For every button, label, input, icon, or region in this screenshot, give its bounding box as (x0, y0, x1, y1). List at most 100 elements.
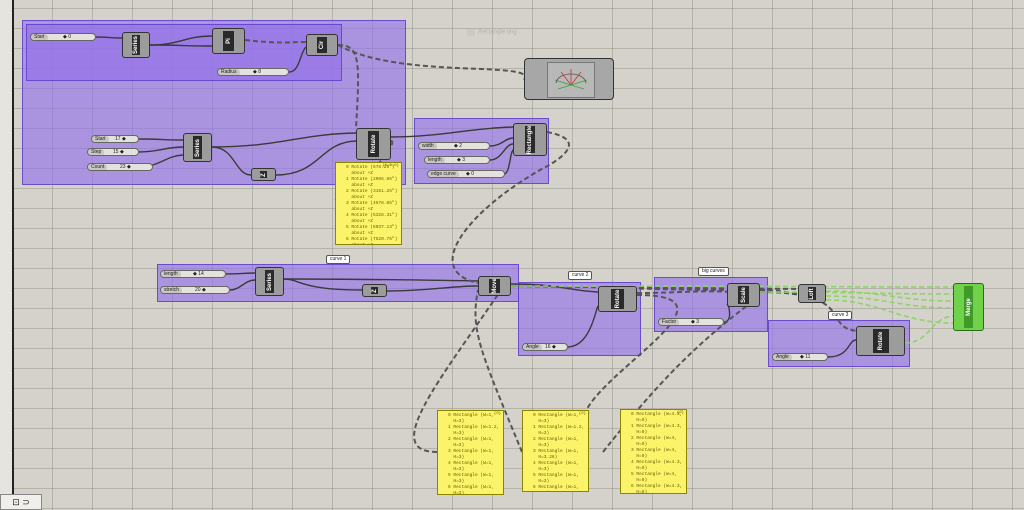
component-name: Pi (225, 38, 232, 44)
panel-line: 3 Rectangle (W=1, (448, 449, 494, 454)
panel-path-tag: {0} (676, 411, 684, 415)
panel-line: about +Z (346, 171, 374, 176)
slider-label: length (161, 271, 181, 277)
panel-line: about +Z (346, 207, 374, 212)
unit-z-component-2[interactable]: Z (362, 284, 387, 297)
panel-line: 1 Rectangle (W=4.3, (631, 424, 683, 429)
slider-width[interactable]: width ◆ 2 (418, 142, 490, 150)
panel-line: H=3) (533, 491, 585, 492)
slider-start-1[interactable]: Start◆ 0 (30, 33, 96, 41)
slider-radius[interactable]: Radius◆ 8 (217, 68, 289, 76)
slider-value: ◆ 2 (454, 143, 463, 149)
circle-component[interactable]: Cir (306, 34, 338, 56)
panel-line: 4 Rectangle (W=1, (533, 461, 579, 466)
loft-component[interactable]: Loft (798, 284, 826, 303)
slider-value: 16 ◆ (545, 344, 556, 350)
component-name: Z (260, 172, 267, 177)
panel-line: H=3) (448, 419, 465, 424)
component-core (963, 286, 974, 328)
slider-step[interactable]: Step 15 ◆ (87, 148, 139, 156)
series-component-1[interactable]: Series (122, 32, 150, 58)
panel-line: 5 Rectangle (W=1, (448, 473, 494, 478)
slider-label: Step (88, 149, 105, 155)
preview-component[interactable] (524, 58, 614, 100)
panel-line: H=9) (631, 430, 648, 435)
ghost-label: Rectangle ring (478, 29, 517, 36)
panel-line: H=3) (533, 467, 550, 472)
slider-edge-curve[interactable]: edge curve◆ 0 (427, 170, 505, 178)
ghost-icon (467, 28, 475, 36)
series-component-2[interactable]: Series (183, 133, 212, 162)
rotate-component-2[interactable]: Rotate (598, 286, 637, 312)
panel-line: about +Z (346, 183, 374, 188)
component-name: Rotate (877, 331, 884, 351)
slider-factor[interactable]: Factor◆ 3 (658, 318, 724, 326)
move-component[interactable]: Move (478, 276, 511, 296)
slider-label: length (425, 157, 445, 163)
component-core (370, 287, 379, 294)
component-core (264, 270, 275, 293)
group-label-curve-1[interactable]: curve 1 (326, 255, 351, 264)
component-core (872, 329, 889, 353)
slider-length-1[interactable]: length◆ 3 (424, 156, 490, 164)
component-name: Series (133, 35, 139, 55)
panel-line: 0 Rectangle (W=1, (533, 413, 579, 418)
rectangle-panel-1[interactable]: {0}0 Rectangle (W=1, H=3)1 Rectangle (W=… (437, 410, 504, 495)
panel-line: 0 Rectangle (W=1, (448, 413, 494, 418)
zoom-controls[interactable]: ⊡ ⊃ (0, 494, 42, 510)
rotate-component-1[interactable]: Rotate (356, 128, 391, 160)
group-label-curve-2[interactable]: curve 2 (568, 271, 593, 280)
panel-line: 5 Rectangle (W=1, (533, 473, 579, 478)
rotate-component-3[interactable]: Rotate (856, 326, 905, 356)
component-core (611, 289, 624, 309)
panel-line: H=3) (448, 431, 465, 436)
component-core (223, 31, 234, 51)
slider-length-2[interactable]: length◆ 14 (160, 270, 226, 278)
panel-line: 1 Rectangle (W=1.2, (533, 425, 585, 430)
panel-line: 6 Rectangle (W=4.3, (631, 484, 683, 489)
component-name: Move (491, 278, 498, 294)
panel-line: 4 Rotate (5328.31") (346, 213, 398, 218)
panel-line: H=3) (448, 455, 465, 460)
slider-label: Radius (218, 69, 240, 75)
rectangle-component[interactable]: Rectangle (513, 123, 547, 156)
rectangle-panel-3[interactable]: {0}0 Rectangle (W=4.3, H=9)1 Rectangle (… (620, 409, 687, 494)
panel-line: 3 Rotate (4578.05") (346, 201, 398, 206)
panel-line: H=9) (631, 442, 648, 447)
panel-line: H=3) (533, 419, 550, 424)
panel-line: H=3) (533, 479, 550, 484)
panel-line: 5 Rotate (6037.13") (346, 225, 398, 230)
component-core (524, 126, 536, 153)
group-label-curve-3[interactable]: curve 3 (828, 311, 853, 320)
corner-icons: ⊡ ⊃ (12, 497, 30, 507)
group-label-big-curves[interactable]: big curves (698, 267, 729, 276)
slider-value: 15 ◆ (113, 149, 124, 155)
panel-line: 5 Rectangle (W=4, (631, 472, 677, 477)
component-core (367, 131, 380, 157)
panel-line: 0 Rectangle (W=4.3, (631, 412, 683, 417)
component-core (316, 37, 328, 53)
panel-line: about +Z (346, 219, 374, 224)
panel-line: H=9) (631, 466, 648, 471)
component-core (131, 35, 141, 55)
component-core (259, 171, 268, 178)
component-core (738, 286, 749, 304)
unit-z-component-1[interactable]: Z (251, 168, 276, 181)
panel-line: 3 Rectangle (W=1, (533, 449, 579, 454)
rectangle-panel-2[interactable]: {0}0 Rectangle (W=1, H=3)1 Rectangle (W=… (522, 410, 589, 492)
slider-angle-2[interactable]: Angle◆ 11 (772, 353, 828, 361)
panel-line: 6 Rectangle (W=1, (448, 485, 494, 490)
panel-path-tag: {0;0;0} (382, 164, 399, 168)
scale-component[interactable]: Scale (727, 283, 760, 307)
merge-component[interactable]: Merge (953, 283, 984, 331)
series-component-3[interactable]: Series (255, 267, 284, 296)
pi-component[interactable]: Pi (212, 28, 245, 54)
slider-value: ◆ 3 (691, 319, 700, 325)
panel-line: H=9) (631, 418, 648, 423)
slider-label: width (419, 143, 437, 149)
